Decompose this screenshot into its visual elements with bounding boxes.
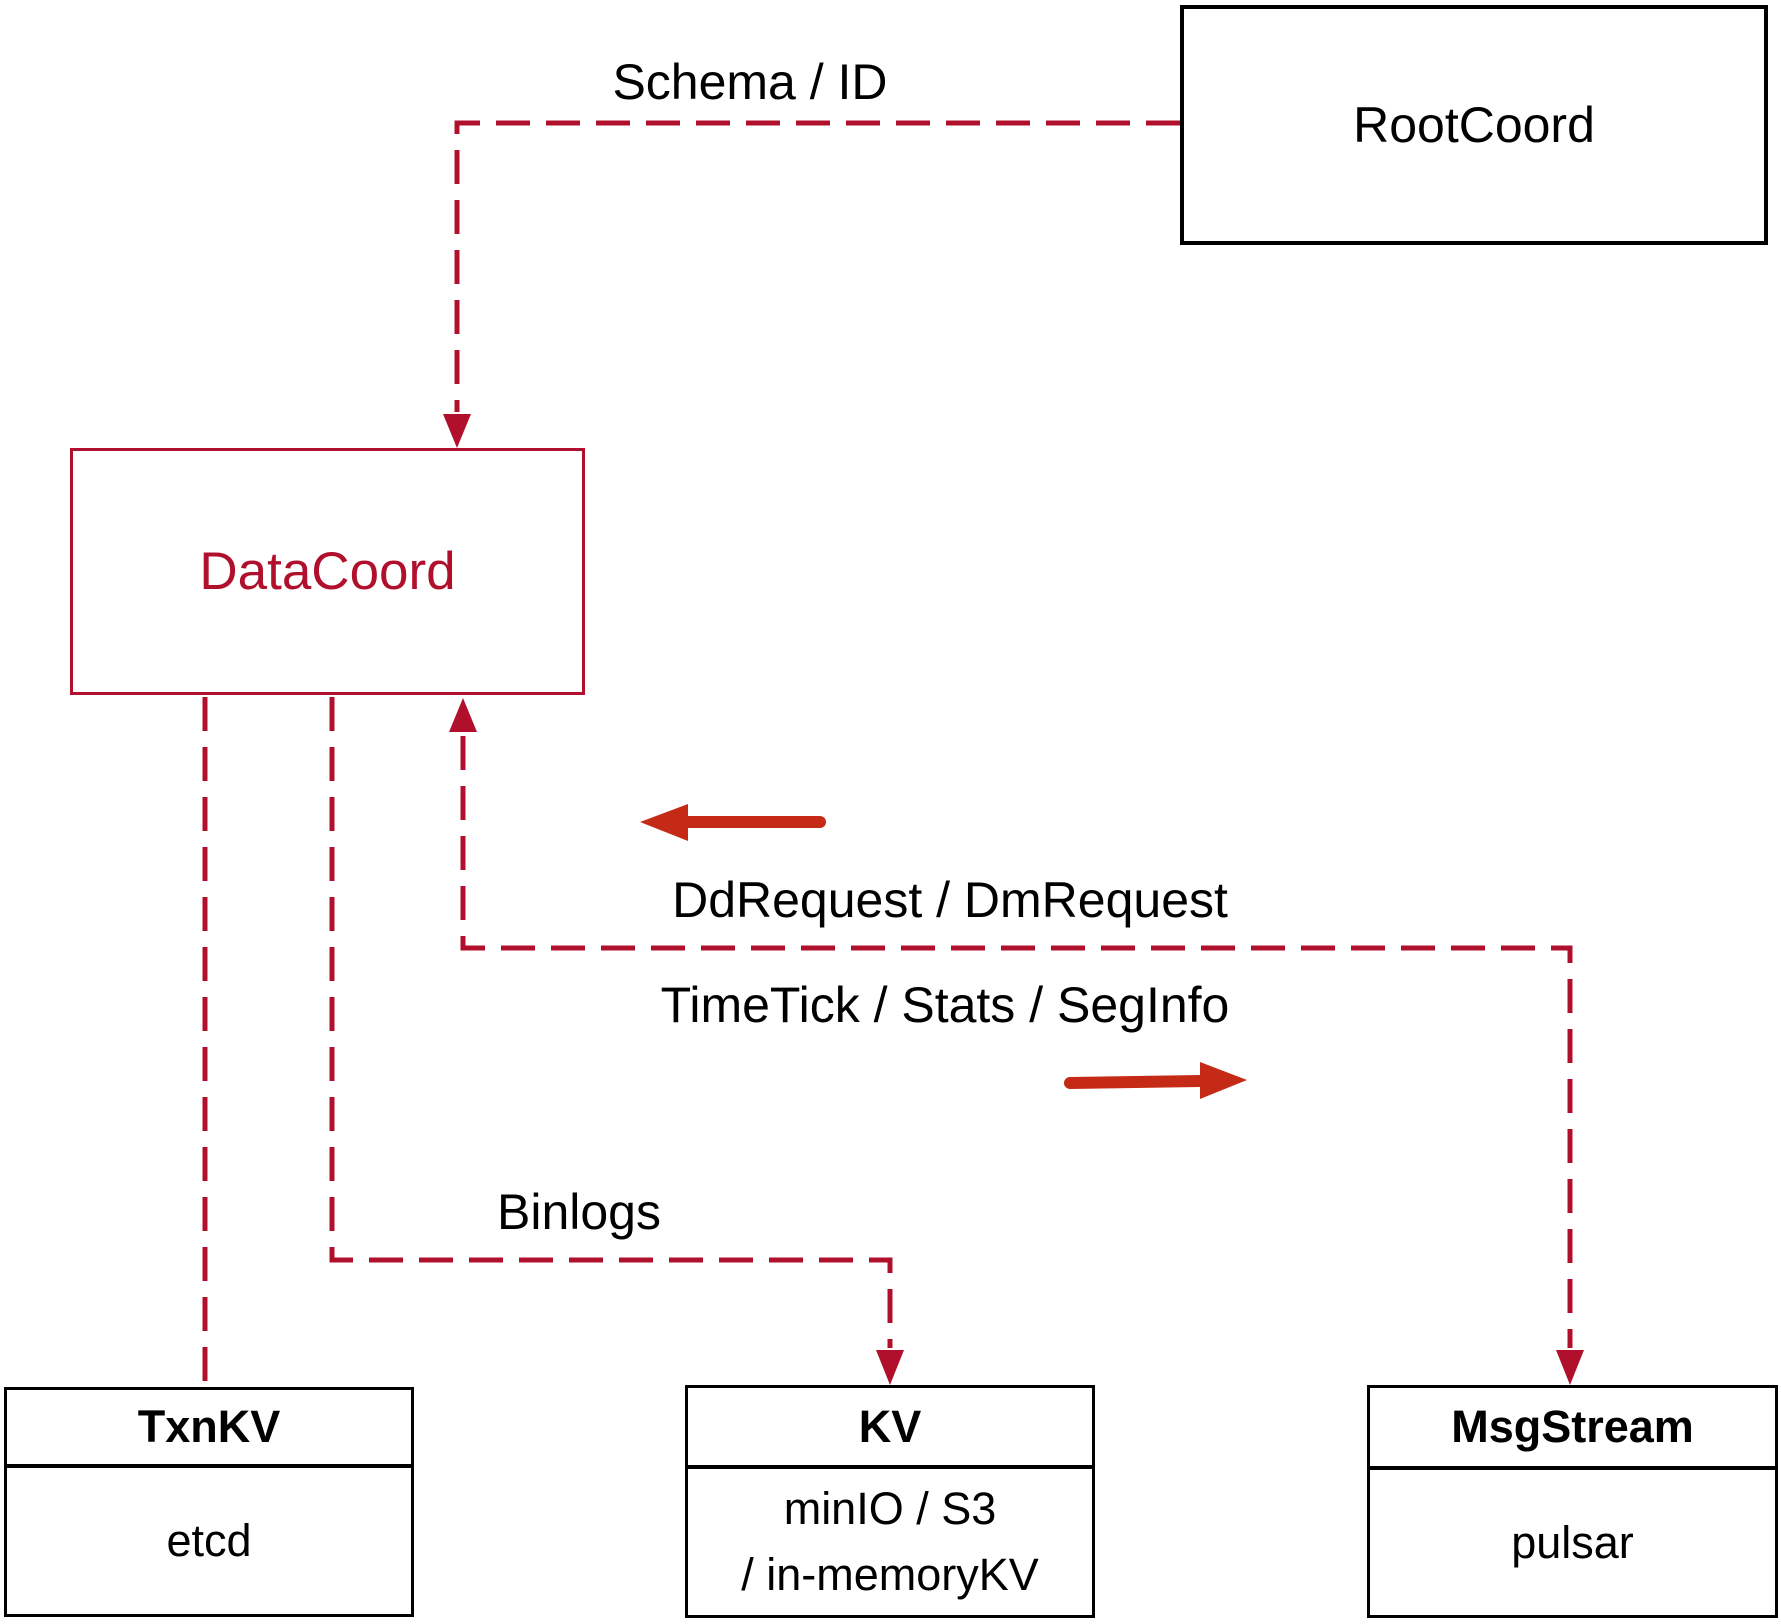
direction-arrow-right-icon — [1064, 1062, 1247, 1099]
edge-label-schema-id: Schema / ID — [612, 54, 888, 110]
datacoord-up-arrowhead-icon — [449, 698, 477, 732]
schema-id-arrowhead-icon — [443, 414, 471, 448]
direction-arrow-left-icon — [640, 804, 826, 841]
node-kv-body-line2: / in-memoryKV — [741, 1549, 1039, 1600]
node-kv-body: minIO / S3 / in-memoryKV — [688, 1469, 1092, 1615]
node-msgstream-body: pulsar — [1511, 1516, 1634, 1568]
node-datacoord-label: DataCoord — [199, 542, 456, 601]
edge-label-timetick-stats-seginfo: TimeTick / Stats / SegInfo — [660, 977, 1230, 1033]
binlogs-connector — [329, 697, 893, 1348]
node-txnkv-body: etcd — [166, 1515, 252, 1566]
node-kv-title: KV — [688, 1388, 1092, 1469]
schema-id-connector — [454, 120, 1180, 412]
node-kv: KV minIO / S3 / in-memoryKV — [685, 1385, 1095, 1618]
edge-label-binlogs: Binlogs — [497, 1184, 661, 1240]
binlogs-arrowhead-icon — [876, 1350, 904, 1385]
node-txnkv-title: TxnKV — [7, 1390, 411, 1468]
edge-label-dd-dm-request: DdRequest / DmRequest — [672, 872, 1228, 928]
msgstream-down-arrowhead-icon — [1556, 1350, 1584, 1385]
node-datacoord: DataCoord — [70, 448, 585, 695]
node-rootcoord: RootCoord — [1180, 5, 1768, 245]
request-stream-connector — [460, 736, 1573, 1348]
node-msgstream: MsgStream pulsar — [1367, 1385, 1778, 1618]
node-kv-body-line1: minIO / S3 — [783, 1483, 997, 1534]
node-msgstream-title: MsgStream — [1370, 1388, 1775, 1470]
node-txnkv: TxnKV etcd — [4, 1387, 414, 1617]
node-rootcoord-label: RootCoord — [1353, 97, 1595, 153]
